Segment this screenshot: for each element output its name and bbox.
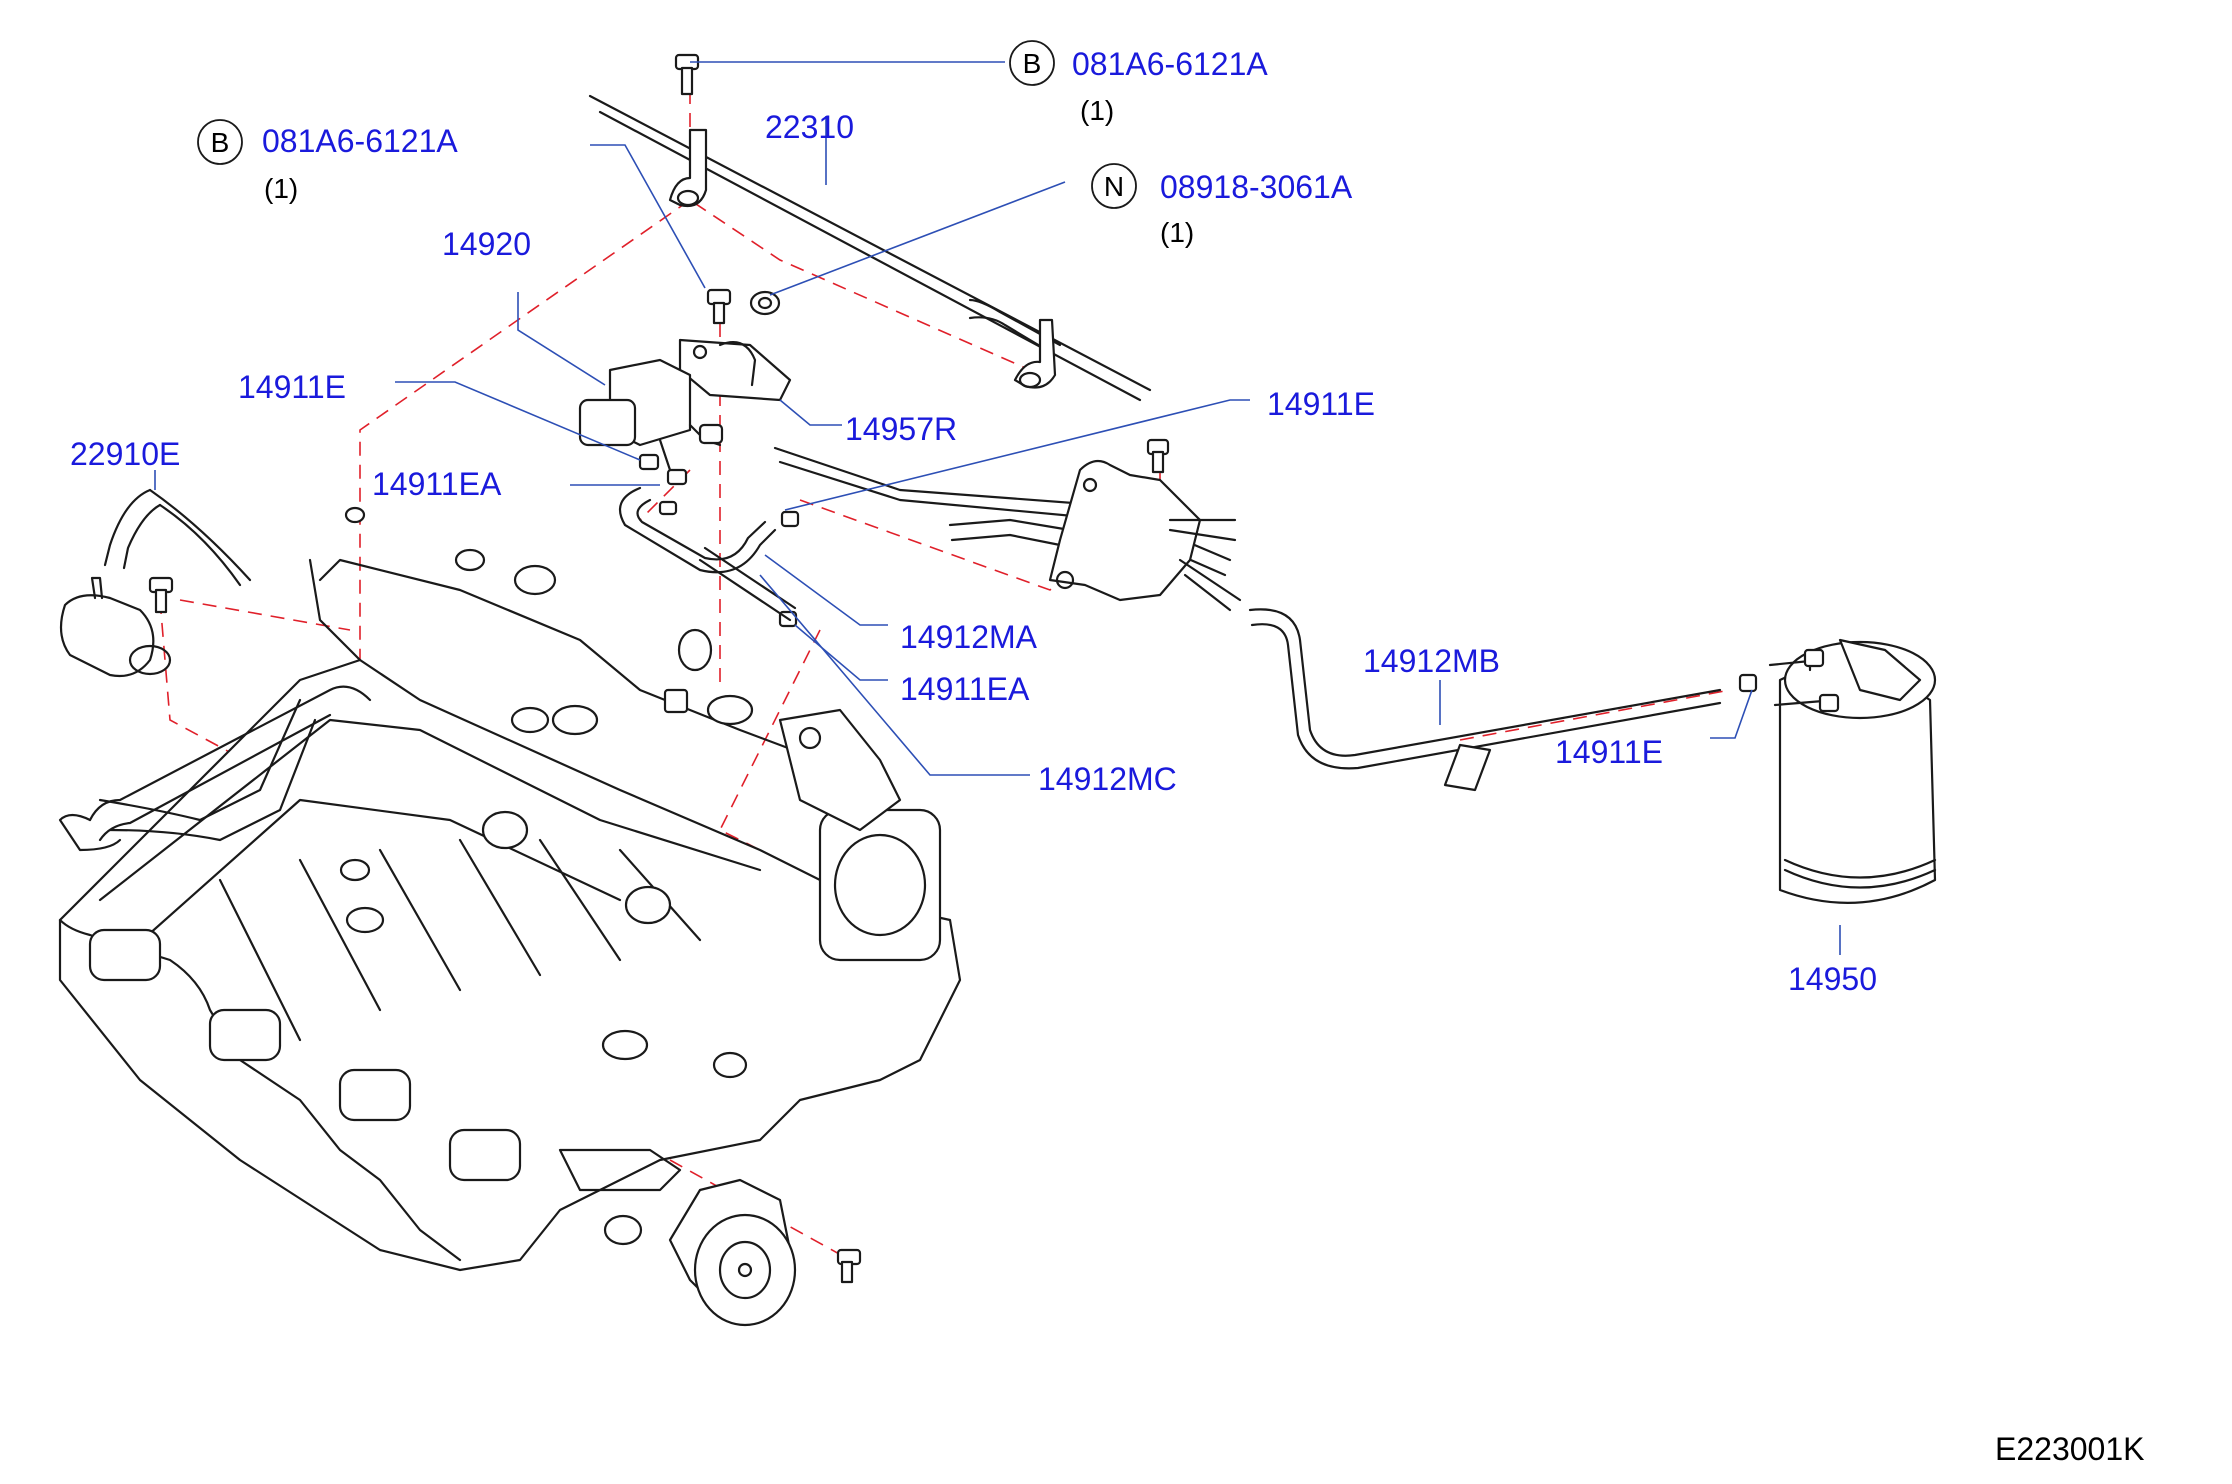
bracket-14957r: [678, 338, 792, 402]
callout-circle: [1009, 40, 1055, 86]
pressure-sensor: [59, 576, 174, 678]
part-labels: 22310 14920 14911E 14957R 22910E 14911EA…: [70, 109, 1877, 997]
label-14911e-right[interactable]: 14911E: [1267, 386, 1375, 422]
hose-clips-group: [638, 453, 800, 628]
callout-circle: [197, 119, 243, 165]
vacuum-actuator: [668, 1178, 862, 1327]
nut-icon: [749, 290, 781, 316]
vacuum-pipe-22310: [588, 94, 1152, 402]
label-14957r[interactable]: 14957R: [845, 411, 957, 447]
label-14950[interactable]: 14950: [1788, 961, 1877, 997]
label-14912mb[interactable]: 14912MB: [1363, 643, 1500, 679]
label-14911ea-lower[interactable]: 14911EA: [900, 671, 1030, 707]
vacuum-harness-14911e: [773, 438, 1242, 612]
canister-14950: [1768, 638, 1937, 904]
part-number[interactable]: 08918-3061A: [1160, 169, 1353, 205]
callout-b-left[interactable]: B 081A6-6121A (1): [197, 119, 458, 204]
part-quantity: (1): [264, 173, 298, 204]
callout-n-nut[interactable]: N 08918-3061A (1): [1091, 163, 1353, 248]
callout-b-top[interactable]: B 081A6-6121A (1): [1009, 40, 1268, 126]
bolt-icon-top: [674, 53, 700, 96]
solenoid-valve-14920: [578, 358, 724, 472]
label-14911ea-upper[interactable]: 14911EA: [372, 466, 502, 502]
callout-symbol: N: [1104, 171, 1124, 202]
hose-14912ma: [618, 486, 777, 574]
hose-22910e: [103, 488, 252, 587]
part-number[interactable]: 081A6-6121A: [1072, 46, 1268, 82]
leader-lines: [154, 61, 1841, 955]
part-number[interactable]: 081A6-6121A: [262, 123, 458, 159]
part-quantity: (1): [1080, 95, 1114, 126]
label-14911e-lower[interactable]: 14911E: [1555, 734, 1663, 770]
intake-manifold: [58, 506, 962, 1272]
label-14912mc[interactable]: 14912MC: [1038, 761, 1177, 797]
part-quantity: (1): [1160, 217, 1194, 248]
label-14920[interactable]: 14920: [442, 226, 531, 262]
label-22910e[interactable]: 22910E: [70, 436, 180, 472]
label-22310[interactable]: 22310: [765, 109, 854, 145]
callout-circle: [1091, 163, 1137, 209]
callout-symbol: B: [1023, 48, 1042, 79]
label-14912ma[interactable]: 14912MA: [900, 619, 1038, 655]
label-14911e-upper[interactable]: 14911E: [238, 369, 346, 405]
bolt-icon-mid: [706, 288, 732, 325]
hose-14912mb: [1248, 608, 1758, 792]
figure-reference-code: E223001K: [1995, 1431, 2144, 1467]
callout-symbol: B: [211, 127, 230, 158]
